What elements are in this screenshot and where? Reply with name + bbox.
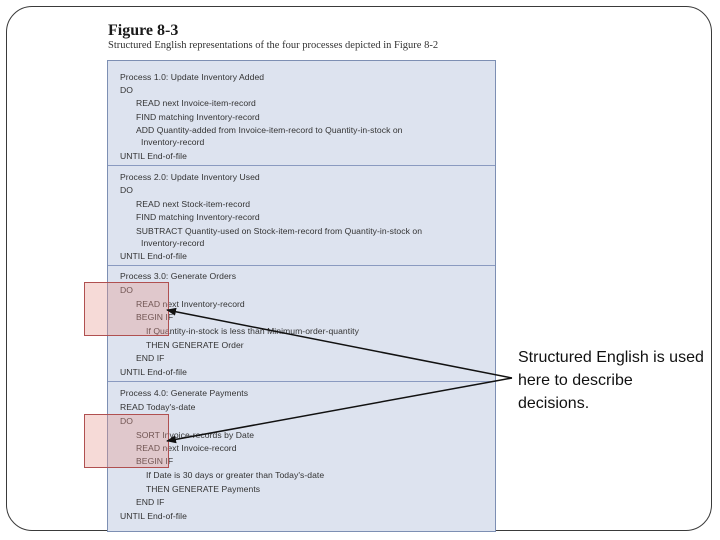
section-divider: [108, 265, 495, 266]
figure-title: Figure 8-3: [108, 22, 179, 39]
code-line: END IF: [136, 353, 165, 363]
code-line: READ next Stock-item-record: [136, 199, 251, 209]
code-line: UNTIL End-of-file: [120, 251, 187, 261]
code-line: DO: [120, 285, 133, 295]
code-line: If Quantity-in-stock is less than Minimu…: [146, 326, 359, 336]
decision-highlight-box: [84, 414, 169, 468]
code-line: Inventory-record: [141, 238, 205, 248]
code-line: DO: [120, 185, 133, 195]
code-line: END IF: [136, 497, 165, 507]
process-2-header: Process 2.0: Update Inventory Used: [120, 172, 260, 182]
callout-text: Structured English is used here to descr…: [518, 349, 704, 412]
code-line: FIND matching Inventory-record: [136, 112, 260, 122]
section-divider: [108, 165, 495, 166]
process-3-header: Process 3.0: Generate Orders: [120, 271, 237, 281]
code-line: SUBTRACT Quantity-used on Stock-item-rec…: [136, 226, 423, 236]
code-line: UNTIL End-of-file: [120, 151, 187, 161]
code-line: READ next Invoice-record: [136, 443, 237, 453]
code-line: THEN GENERATE Payments: [146, 484, 261, 494]
process-4-header: Process 4.0: Generate Payments: [120, 388, 249, 398]
code-line: UNTIL End-of-file: [120, 511, 187, 521]
code-line: READ next Invoice-item-record: [136, 98, 256, 108]
code-line: SORT Invoice-records by Date: [136, 430, 255, 440]
code-line: UNTIL End-of-file: [120, 367, 187, 377]
code-line: BEGIN IF: [136, 456, 174, 466]
code-line: READ Today's-date: [120, 402, 196, 412]
structured-english-figure: Process 1.0: Update Inventory Added DO R…: [107, 60, 496, 532]
callout-arrow-lower: [166, 377, 513, 444]
figure-caption: Structured English representations of th…: [108, 40, 439, 51]
section-divider: [108, 381, 495, 382]
process-1-header: Process 1.0: Update Inventory Added: [120, 72, 265, 82]
code-line: ADD Quantity-added from Invoice-item-rec…: [136, 125, 403, 135]
code-line: DO: [120, 416, 133, 426]
code-line: If Date is 30 days or greater than Today…: [146, 470, 325, 480]
code-line: Inventory-record: [141, 137, 205, 147]
code-line: FIND matching Inventory-record: [136, 212, 260, 222]
code-line: THEN GENERATE Order: [146, 340, 244, 350]
code-line: DO: [120, 85, 133, 95]
callout-arrow-upper: [166, 307, 513, 379]
code-line: BEGIN IF: [136, 312, 174, 322]
code-line: READ next Inventory-record: [136, 299, 245, 309]
